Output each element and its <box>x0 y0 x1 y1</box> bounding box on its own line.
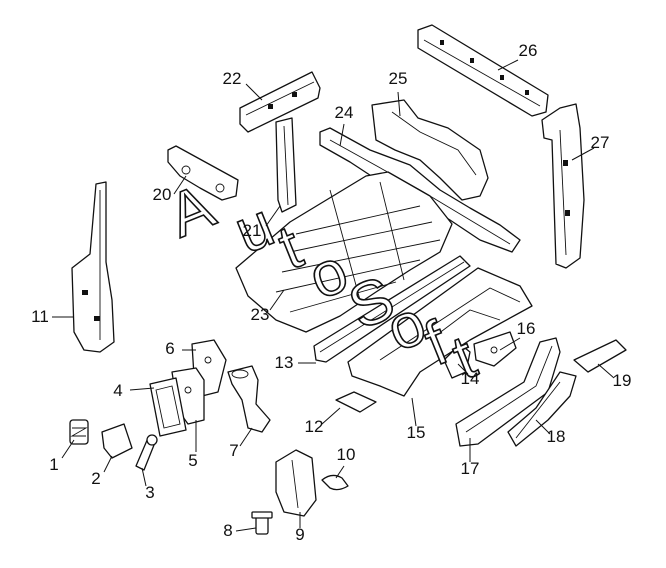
callout-25: 25 <box>389 69 408 88</box>
callout-24: 24 <box>335 103 354 122</box>
leader-line-20 <box>173 175 187 195</box>
callout-22: 22 <box>223 69 242 88</box>
callout-2: 2 <box>91 469 100 488</box>
leader-line-27 <box>571 147 595 161</box>
callout-6: 6 <box>165 339 174 358</box>
part-8-valve <box>251 511 273 535</box>
callout-9: 9 <box>295 525 304 544</box>
callout-15: 15 <box>407 423 426 442</box>
leader-line-1 <box>61 439 75 459</box>
part-2-bracket <box>101 423 133 459</box>
part-3-fastener <box>135 434 158 471</box>
part-21-pillar <box>275 117 297 213</box>
callout-12: 12 <box>305 417 324 436</box>
callout-26: 26 <box>519 41 538 60</box>
leader-line-8 <box>235 527 257 532</box>
leader-line-25 <box>397 91 401 117</box>
part-22-bracket <box>239 71 321 133</box>
leader-line-22 <box>245 83 263 101</box>
callout-19: 19 <box>613 371 632 390</box>
part-15-rear-floor <box>347 267 533 397</box>
part-25-cover <box>371 99 489 201</box>
callout-13: 13 <box>275 353 294 372</box>
callout-8: 8 <box>223 521 232 540</box>
callout-14: 14 <box>461 369 480 388</box>
leader-line-18 <box>535 419 551 435</box>
part-11-left-pillar <box>71 181 115 353</box>
callout-23: 23 <box>251 305 270 324</box>
part-7-lever <box>227 365 271 433</box>
leader-line-7 <box>239 427 253 447</box>
leader-line-14 <box>457 363 469 375</box>
leader-lines <box>52 59 615 532</box>
leader-line-15 <box>411 397 417 427</box>
callout-7: 7 <box>229 441 238 460</box>
part-23-floor-pan <box>235 171 453 333</box>
leader-line-12 <box>321 407 341 425</box>
leader-line-3 <box>141 467 147 487</box>
callout-27: 27 <box>591 133 610 152</box>
part-13-cross-member <box>313 255 471 363</box>
part-1-fitting <box>69 419 89 445</box>
part-16-bracket <box>473 331 517 367</box>
callout-21: 21 <box>243 221 262 240</box>
part-9-housing <box>275 449 317 517</box>
callout-4: 4 <box>113 381 122 400</box>
callout-18: 18 <box>547 427 566 446</box>
callout-17: 17 <box>461 459 480 478</box>
leader-line-4 <box>129 387 155 391</box>
callout-5: 5 <box>188 451 197 470</box>
leader-line-10 <box>335 465 345 479</box>
part-26-rear-rail <box>417 24 549 117</box>
leader-line-21 <box>265 205 281 227</box>
leader-line-2 <box>103 455 113 473</box>
part-19-plate <box>573 339 627 373</box>
leader-line-23 <box>269 289 285 311</box>
callout-10: 10 <box>337 445 356 464</box>
leader-line-26 <box>497 59 519 71</box>
part-17-rail <box>455 337 561 447</box>
callout-16: 16 <box>517 319 536 338</box>
leader-line-16 <box>499 337 521 351</box>
callout-3: 3 <box>145 483 154 502</box>
part-10-hose <box>321 474 349 491</box>
part-12-plate <box>335 391 377 413</box>
part-4-gasket <box>149 377 187 437</box>
part-20-bracket <box>167 145 239 201</box>
callout-11: 11 <box>31 307 49 326</box>
callout-20: 20 <box>153 185 172 204</box>
part-27-right-panel <box>541 103 585 269</box>
leader-line-24 <box>339 123 345 147</box>
leader-line-19 <box>597 363 615 379</box>
part-18-rail <box>507 371 577 447</box>
callout-1: 1 <box>49 455 58 474</box>
